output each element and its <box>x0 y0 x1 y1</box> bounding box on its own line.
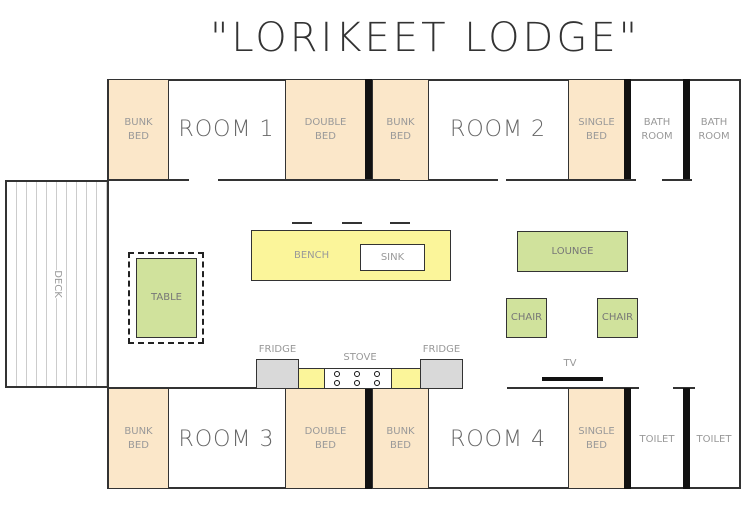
plan-title: "LORIKEET LODGE" <box>209 14 641 61</box>
burner-icon <box>334 371 340 377</box>
bathroom-label: BATH ROOM <box>698 117 730 142</box>
fridge <box>256 359 299 389</box>
burner-icon <box>374 371 380 377</box>
wall <box>662 179 692 181</box>
wall <box>365 79 372 181</box>
single-bed: SINGLE BED <box>568 388 625 489</box>
single-bed: SINGLE BED <box>568 79 625 181</box>
wall <box>683 388 690 489</box>
wall <box>683 79 690 181</box>
chair: CHAIR <box>506 298 547 338</box>
burner-icon <box>354 371 360 377</box>
wall <box>218 179 400 181</box>
fridge-label: FRIDGE <box>422 344 461 355</box>
bathroom-label: BATH ROOM <box>641 117 673 142</box>
bunk-bed: BUNK BED <box>108 388 169 489</box>
tv-label: TV <box>563 358 577 369</box>
bench-label: BENCH <box>294 249 330 261</box>
burner-icon <box>374 380 380 386</box>
room-2-label: ROOM 2 <box>450 117 546 142</box>
burner-icon <box>334 380 340 386</box>
deck-label: DECK <box>50 270 64 298</box>
sink: SINK <box>360 244 425 271</box>
chair: CHAIR <box>597 298 638 338</box>
wall <box>506 179 636 181</box>
bunk-bed: BUNK BED <box>372 388 429 489</box>
room-3-label: ROOM 3 <box>178 427 275 452</box>
tv <box>542 377 603 381</box>
counter <box>391 368 421 389</box>
stool <box>292 222 312 224</box>
dining-table: TABLE <box>136 258 197 338</box>
toilet-label: TOILET <box>639 434 675 445</box>
stove <box>324 368 392 389</box>
wall <box>365 388 372 489</box>
stool <box>342 222 362 224</box>
fridge-label: FRIDGE <box>258 344 297 355</box>
bunk-bed: BUNK BED <box>108 79 169 181</box>
wall <box>428 179 498 181</box>
double-bed: DOUBLE BED <box>285 388 366 489</box>
wall <box>108 179 189 181</box>
lounge: LOUNGE <box>517 231 628 272</box>
toilet-label: TOILET <box>696 434 732 445</box>
stool <box>390 222 410 224</box>
wall <box>624 388 631 489</box>
table-chairs <box>128 252 204 344</box>
double-bed: DOUBLE BED <box>285 79 366 181</box>
fridge <box>420 359 463 389</box>
burner-icon <box>354 380 360 386</box>
deck: DECK <box>5 180 109 388</box>
bunk-bed: BUNK BED <box>372 79 429 181</box>
room-4-label: ROOM 4 <box>450 427 546 452</box>
wall <box>624 79 631 181</box>
counter <box>298 368 325 389</box>
stove-label: STOVE <box>343 352 377 363</box>
room-1-label: ROOM 1 <box>178 117 275 142</box>
